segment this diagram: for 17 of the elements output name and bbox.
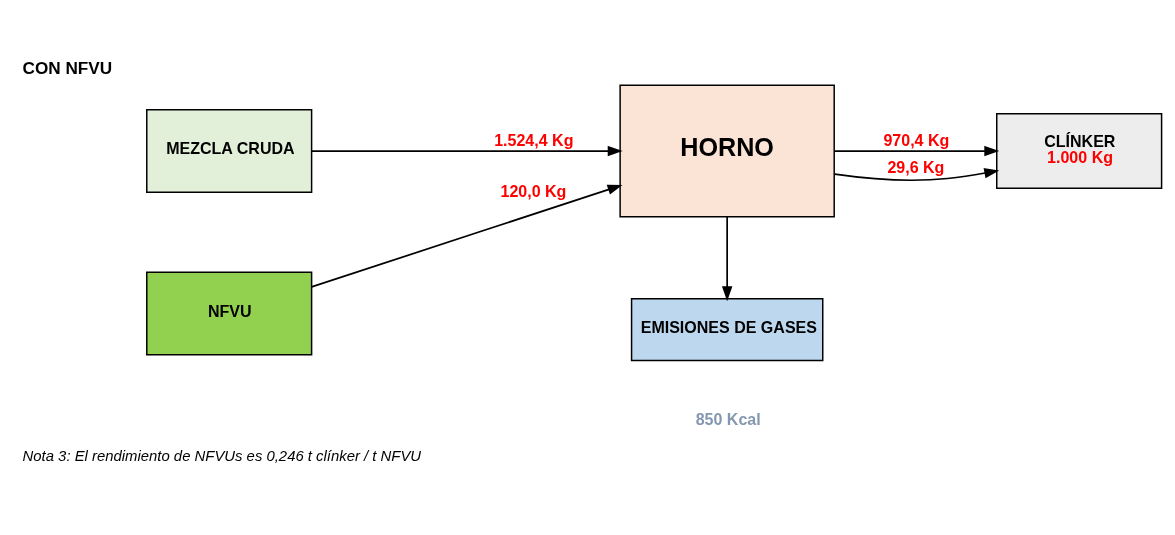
- arrow: [310, 145, 623, 157]
- edge-label: 120,0 Kg: [500, 182, 567, 201]
- diagram-title: CON NFVU: [22, 57, 113, 78]
- node-box: CLÍNKER 1.000 Kg: [996, 113, 1163, 189]
- node-box: MEZCLA CRUDA: [146, 109, 313, 193]
- arrow: [721, 216, 733, 302]
- edge-label: 1.524,4 Kg: [494, 130, 574, 149]
- caption: Nota 3: El rendimiento de NFVUs es 0,246 t clínker / t NFVU: [22, 447, 422, 464]
- node-box: NFVU: [146, 271, 313, 356]
- edge-label: 29,6 Kg: [887, 158, 945, 176]
- arrow: [310, 184, 623, 288]
- label: 850 Kcal: [695, 410, 761, 429]
- arrow: [833, 145, 1000, 157]
- edge-label: 970,4 Kg: [883, 130, 950, 149]
- node-box: EMISIONES DE GASES: [630, 297, 824, 362]
- node-box: HORNO: [619, 84, 835, 218]
- arrow: [833, 168, 1000, 182]
